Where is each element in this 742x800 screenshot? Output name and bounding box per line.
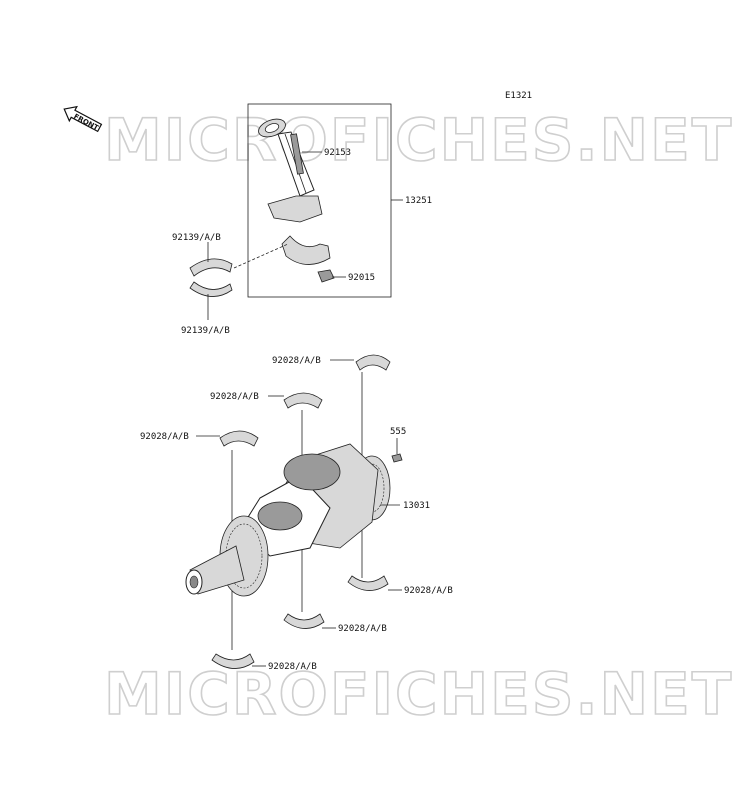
label-92139-top: 92139/A/B xyxy=(172,233,221,243)
label-555: 555 xyxy=(390,427,406,437)
watermark-top: MICROFICHES.NET xyxy=(104,106,733,174)
main-bearing-upper-2 xyxy=(283,392,323,409)
label-92028-2: 92028/A/B xyxy=(210,392,259,402)
rod-bearing-lower xyxy=(189,281,233,297)
watermark-bottom: MICROFICHES.NET xyxy=(104,660,733,728)
plug-555 xyxy=(391,453,403,463)
main-bearing-upper-1 xyxy=(355,354,391,371)
main-bearing-lower-2 xyxy=(283,613,325,629)
label-92028-6: 92028/A/B xyxy=(268,662,317,672)
main-bearing-lower-1 xyxy=(347,575,389,591)
crankshaft xyxy=(185,443,391,597)
diagram-code: E1321 xyxy=(505,91,532,101)
label-92028-1: 92028/A/B xyxy=(272,356,321,366)
label-13251: 13251 xyxy=(405,196,432,206)
connecting-rod xyxy=(258,118,323,223)
main-bearing-upper-3 xyxy=(219,430,259,447)
main-bearing-lower-3 xyxy=(211,653,255,669)
label-92139-bottom: 92139/A/B xyxy=(181,326,230,336)
label-92028-5: 92028/A/B xyxy=(338,624,387,634)
label-13031: 13031 xyxy=(403,501,430,511)
label-92028-3: 92028/A/B xyxy=(140,432,189,442)
label-92015: 92015 xyxy=(348,273,375,283)
rod-nut xyxy=(317,269,335,283)
label-92028-4: 92028/A/B xyxy=(404,586,453,596)
front-arrow-icon: FRONT xyxy=(63,105,103,132)
connecting-rod-group-box xyxy=(247,103,392,298)
rod-cap xyxy=(281,235,331,265)
rod-bearing-upper xyxy=(189,258,233,277)
label-92153: 92153 xyxy=(324,148,351,158)
